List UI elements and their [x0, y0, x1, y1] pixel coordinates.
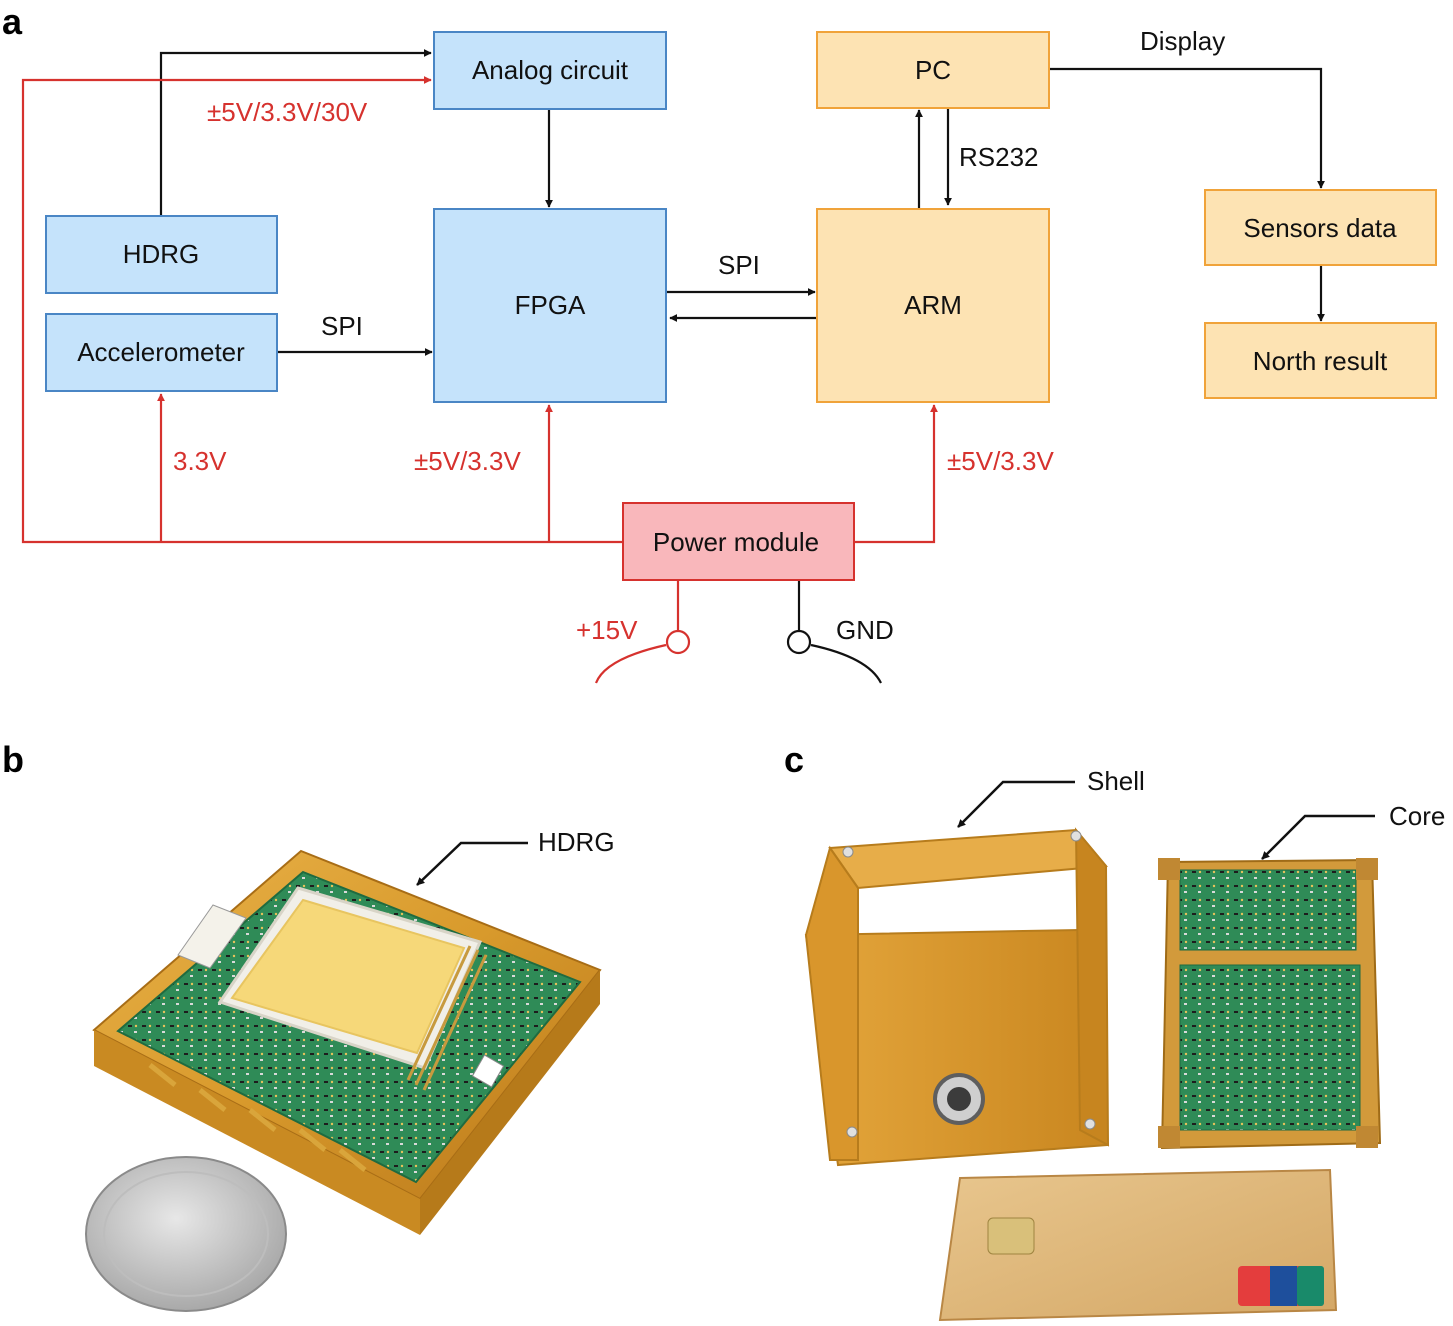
hdrg-to-analog-arrow: [159, 49, 432, 216]
plus15-label: +15V: [576, 615, 638, 645]
hdrg-callout-arrow: [416, 841, 528, 886]
pc-block: PC: [816, 31, 1050, 109]
rs232-label: RS232: [959, 142, 1039, 172]
power-connections: [21, 76, 938, 684]
core-callout-arrow: [1261, 814, 1375, 860]
hdrg-callout-label: HDRG: [538, 827, 615, 857]
power-to-arm-arrow: [855, 404, 938, 544]
card-chip: [987, 1217, 1035, 1255]
core-callout-label: Core: [1389, 801, 1445, 831]
shell-callout-arrow: [957, 780, 1075, 828]
power-module-label: Power module: [653, 527, 819, 557]
panel-label-b: b: [2, 739, 24, 780]
hdrg-block: HDRG: [45, 215, 278, 294]
power-module-block: Power module: [622, 502, 855, 581]
accelerometer-block: Accelerometer: [45, 313, 278, 392]
gnd-label: GND: [836, 615, 894, 645]
analog-circuit-block: Analog circuit: [433, 31, 667, 110]
display-label: Display: [1140, 26, 1225, 56]
power-bus-line: [21, 76, 623, 544]
panel-label-c: c: [784, 739, 804, 780]
north-result-label: North result: [1253, 346, 1388, 376]
shell-photo: [804, 827, 1110, 1167]
accelerometer-label: Accelerometer: [77, 337, 245, 367]
gnd-wire: [810, 643, 882, 684]
analog-supply-label: ±5V/3.3V/30V: [207, 97, 368, 127]
arm-block: ARM: [816, 208, 1050, 403]
shell-callout-label: Shell: [1087, 766, 1145, 796]
credit-card-photo: [938, 1168, 1338, 1322]
fpga-block: FPGA: [433, 208, 667, 403]
gnd-terminal: [786, 629, 812, 655]
fpga-label: FPGA: [515, 290, 586, 320]
fpga-supply-label: ±5V/3.3V: [414, 446, 521, 476]
plus15-wire: [594, 643, 667, 684]
hdrg-board-photo: [85, 849, 602, 1312]
arm-supply-label: ±5V/3.3V: [947, 446, 1054, 476]
coin: [85, 1156, 287, 1312]
plus15-terminal: [665, 629, 691, 655]
north-result-block: North result: [1204, 322, 1437, 399]
panel-label-a: a: [2, 1, 23, 42]
pc-to-sensors-arrow: [1050, 67, 1325, 189]
sensors-data-block: Sensors data: [1204, 189, 1437, 266]
core-photo: [1158, 858, 1382, 1150]
hdrg-label: HDRG: [123, 239, 200, 269]
accel-supply-label: 3.3V: [173, 446, 227, 476]
pc-label: PC: [915, 55, 951, 85]
spi-accel-fpga-label: SPI: [321, 311, 363, 341]
arm-label: ARM: [904, 290, 962, 320]
spi-fpga-arm-label: SPI: [718, 250, 760, 280]
sensors-data-label: Sensors data: [1243, 213, 1397, 243]
analog-circuit-label: Analog circuit: [472, 55, 629, 85]
signal-connections: [159, 49, 1325, 684]
